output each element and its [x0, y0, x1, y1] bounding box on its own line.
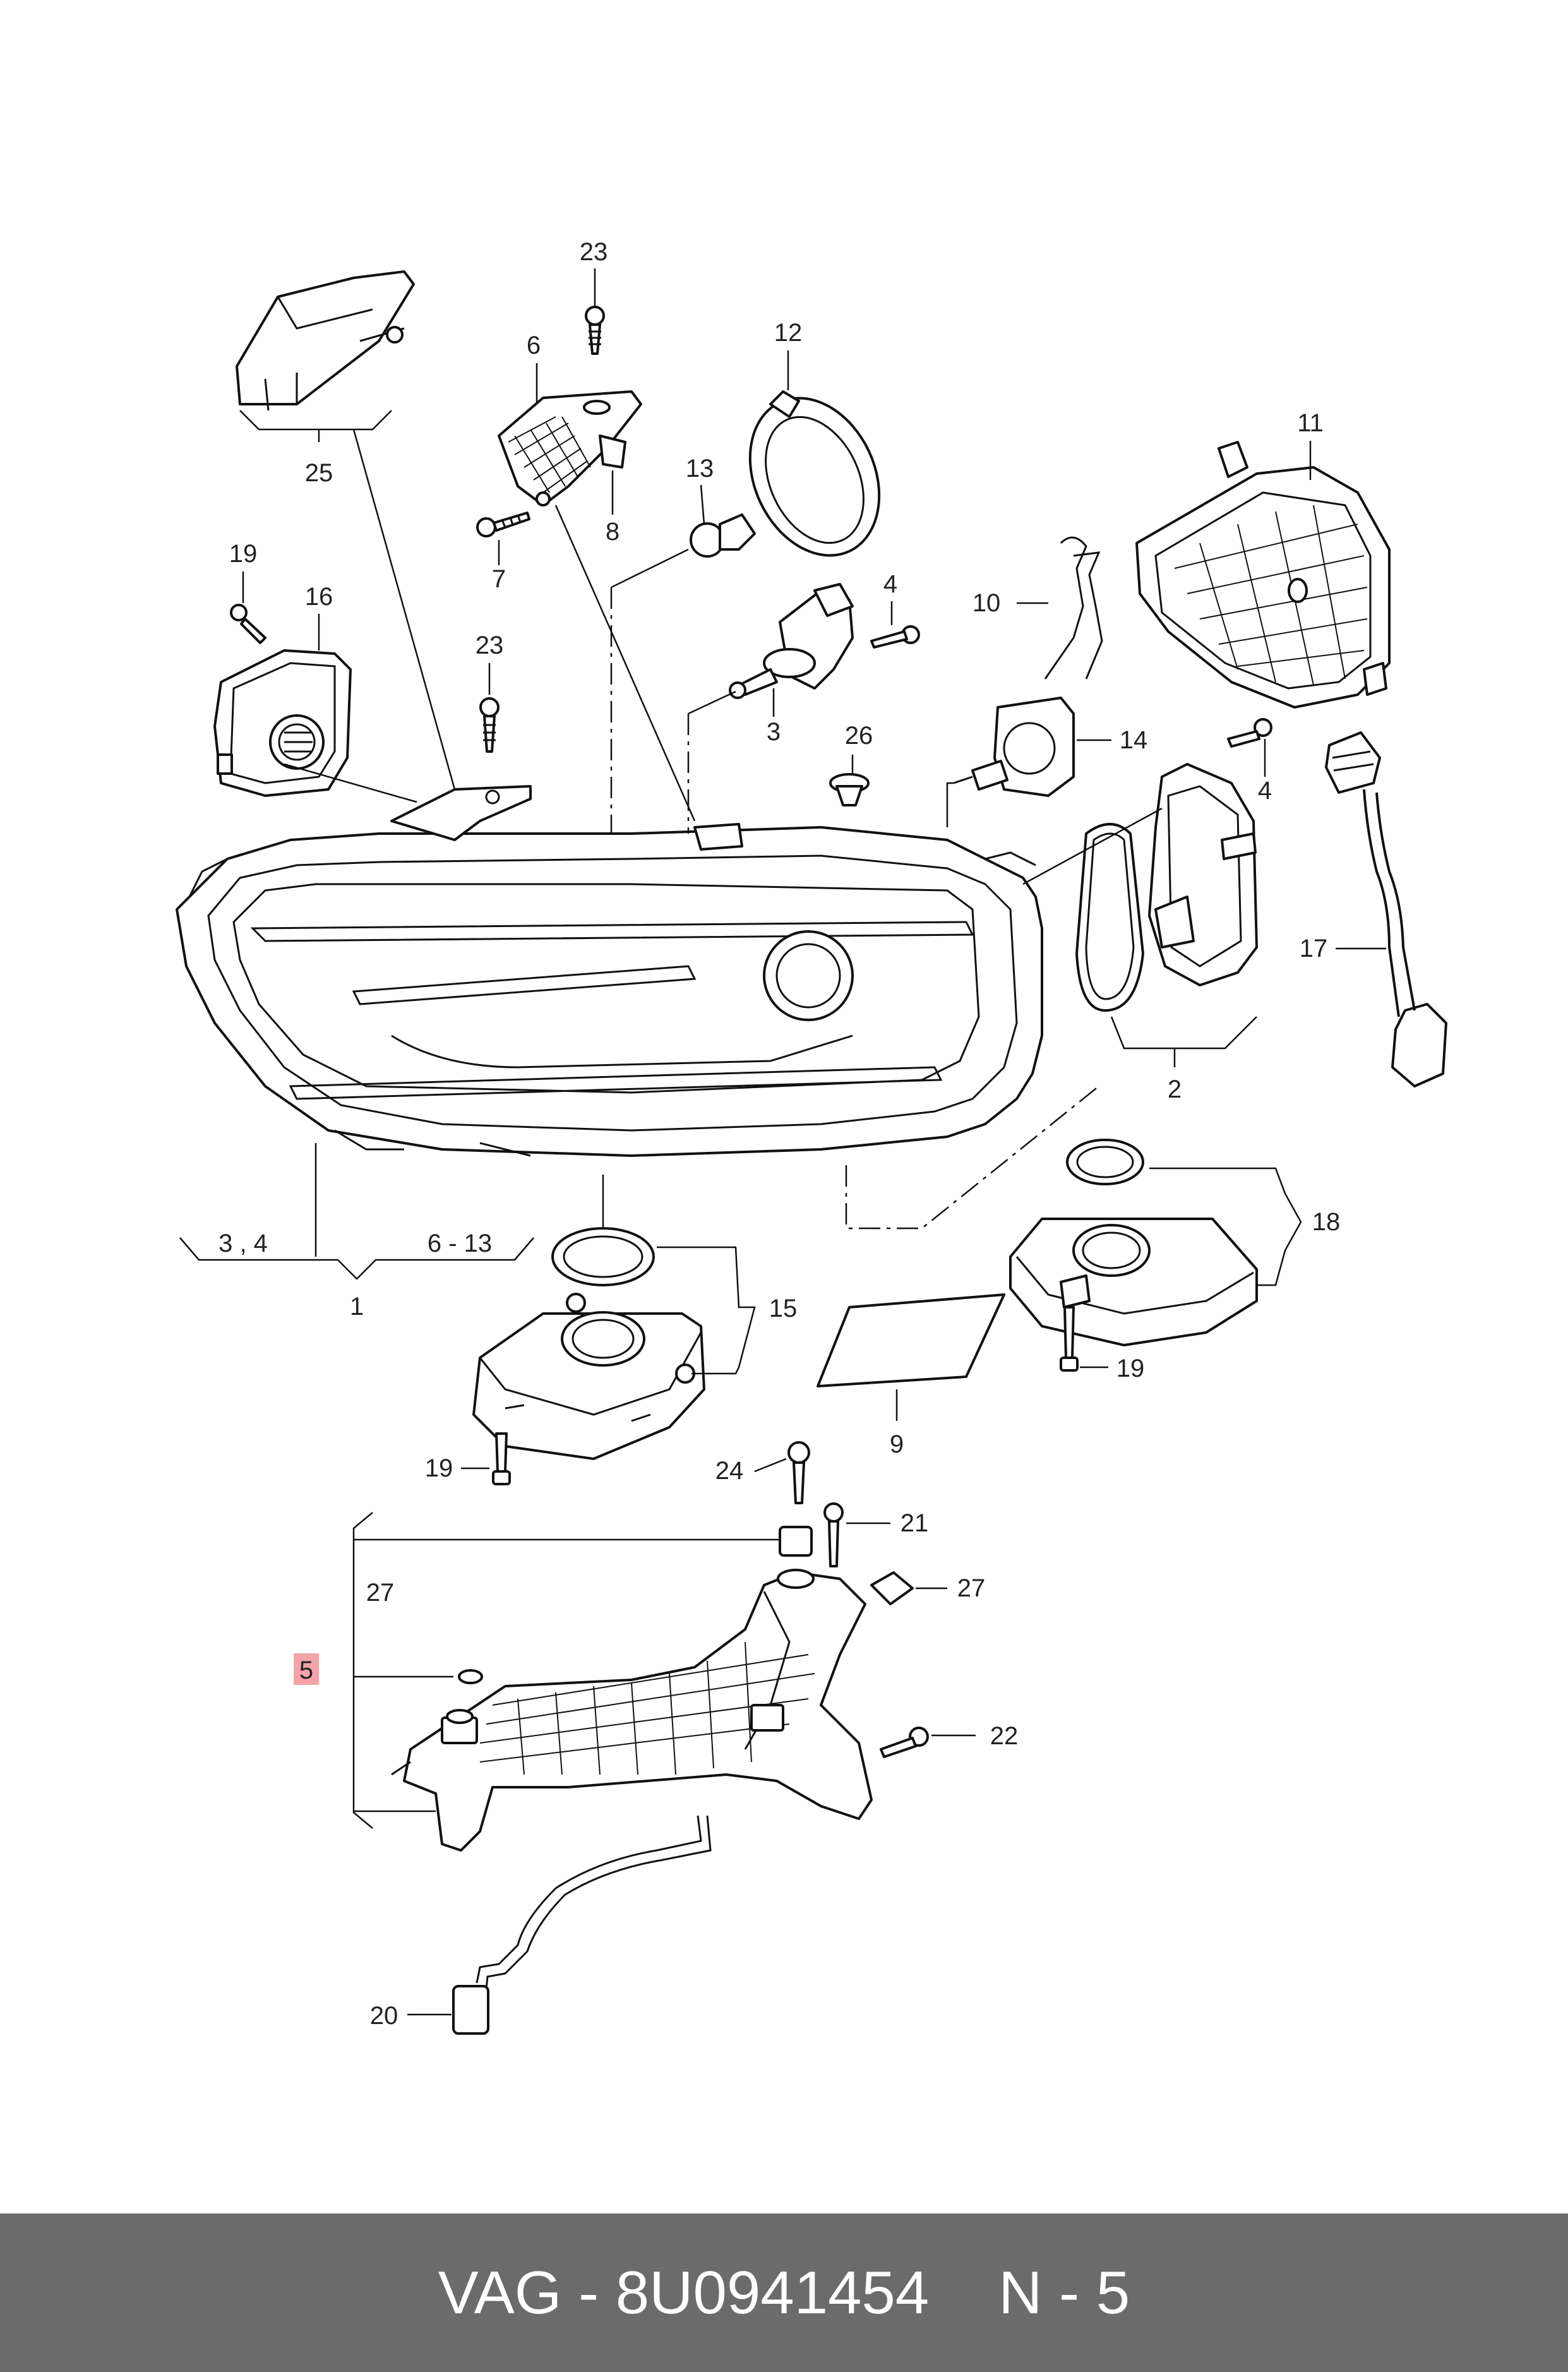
- callout-22: 22: [990, 1722, 1019, 1750]
- screw-19-top: [230, 604, 266, 644]
- callout-20: 20: [370, 2002, 398, 2030]
- callout-11: 11: [1297, 409, 1324, 437]
- bracket-line-18: [1149, 1167, 1302, 1286]
- callout-7: 7: [492, 565, 506, 593]
- callout-1: 1: [350, 1293, 364, 1321]
- leader-2: [1022, 807, 1163, 885]
- screw-21: [823, 1502, 844, 1567]
- callout-26: 26: [845, 722, 873, 750]
- leader-24: [754, 1458, 787, 1473]
- screw-4-right: [1227, 718, 1272, 748]
- motor-3: [729, 583, 854, 699]
- footer-bar: VAG - 8U0941454 N - 5: [0, 2213, 1568, 2372]
- callout-5-highlight: [294, 1653, 319, 1685]
- callout-27-right: 27: [957, 1574, 986, 1602]
- leader-13-b: [611, 548, 689, 589]
- callout-23-lower: 23: [476, 632, 504, 659]
- callout-21: 21: [901, 1509, 929, 1537]
- leader-6-8: [554, 505, 696, 822]
- ballast-18: [1009, 1139, 1258, 1346]
- screw-23-lower: [479, 697, 500, 753]
- lamp-holder-14: [953, 697, 1075, 797]
- footer-page: N - 5: [998, 2258, 1130, 2327]
- screw-7: [476, 512, 530, 537]
- screw-19-right: [1060, 1306, 1079, 1372]
- callout-5: 5: [299, 1656, 313, 1684]
- module-16: [213, 649, 352, 797]
- bracket-25: [236, 270, 415, 442]
- bracket-line-2: [1110, 1016, 1257, 1067]
- bracket-line-1: [179, 1237, 534, 1280]
- clip-26: [829, 773, 870, 806]
- headlamp-1: [176, 785, 1043, 1157]
- callout-2: 2: [1168, 1075, 1182, 1103]
- screw-4-upper: [870, 625, 920, 649]
- callout-16: 16: [305, 583, 333, 611]
- leader-16: [284, 763, 417, 803]
- washer-5: [458, 1669, 483, 1684]
- cover-11: [1135, 441, 1391, 709]
- callout-14: 14: [1120, 726, 1148, 754]
- callout-3: 3: [767, 718, 781, 746]
- callout-25: 25: [305, 459, 333, 487]
- callout-19-left: 19: [425, 1454, 453, 1482]
- footer-part-number: VAG - 8U0941454: [438, 2258, 930, 2327]
- callout-17: 17: [1300, 935, 1328, 962]
- callout-24: 24: [715, 1457, 744, 1485]
- callout-4-right: 4: [1258, 777, 1272, 805]
- screw-19-left: [492, 1432, 511, 1485]
- screw-24: [787, 1441, 810, 1504]
- spacer-27: [779, 1526, 813, 1557]
- rear-cover-2: [1148, 763, 1258, 986]
- screw-22: [880, 1727, 929, 1758]
- callout-18: 18: [1312, 1208, 1341, 1236]
- leader-18: [845, 1086, 1099, 1230]
- ballast-15: [472, 1227, 705, 1460]
- callout-4-upper: 4: [883, 570, 897, 598]
- lens-9: [817, 1293, 1005, 1421]
- callout-27-left: 27: [366, 1579, 395, 1607]
- wiring-17: [1325, 731, 1447, 1087]
- clip-27-right: [870, 1571, 914, 1605]
- gasket-2: [1075, 823, 1144, 1012]
- callout-15: 15: [769, 1295, 798, 1322]
- bracket-line-5: [352, 1512, 373, 1829]
- exploded-parts-diagram: 23 6 12 25 13 8 7 11 19 16 4 10 23 3 26 …: [176, 238, 1447, 2035]
- callout-23-top: 23: [580, 238, 608, 266]
- callout-19-right: 19: [1116, 1355, 1145, 1382]
- callout-19-top: 19: [229, 540, 258, 568]
- callout-8: 8: [606, 518, 619, 546]
- callout-10: 10: [973, 589, 1001, 617]
- leader-14: [946, 782, 954, 827]
- leader-3-b: [688, 690, 736, 715]
- callout-12: 12: [774, 319, 803, 347]
- callout-9: 9: [890, 1430, 904, 1458]
- bulb-13: [690, 513, 756, 558]
- callout-6-13: 6 - 13: [428, 1230, 492, 1257]
- callout-3-4: 3 , 4: [218, 1230, 268, 1257]
- bracket-line-15: [657, 1246, 756, 1375]
- screw-23-top: [585, 306, 605, 355]
- bracket-6: [498, 390, 642, 506]
- callout-6: 6: [527, 332, 541, 359]
- ring-12: [748, 390, 881, 557]
- leader-25: [352, 429, 456, 790]
- clip-10: [1044, 536, 1103, 680]
- leader-13-top: [700, 484, 705, 525]
- cable-20: [452, 1815, 712, 2035]
- callout-13: 13: [686, 455, 714, 482]
- frame-5: [391, 1569, 873, 1852]
